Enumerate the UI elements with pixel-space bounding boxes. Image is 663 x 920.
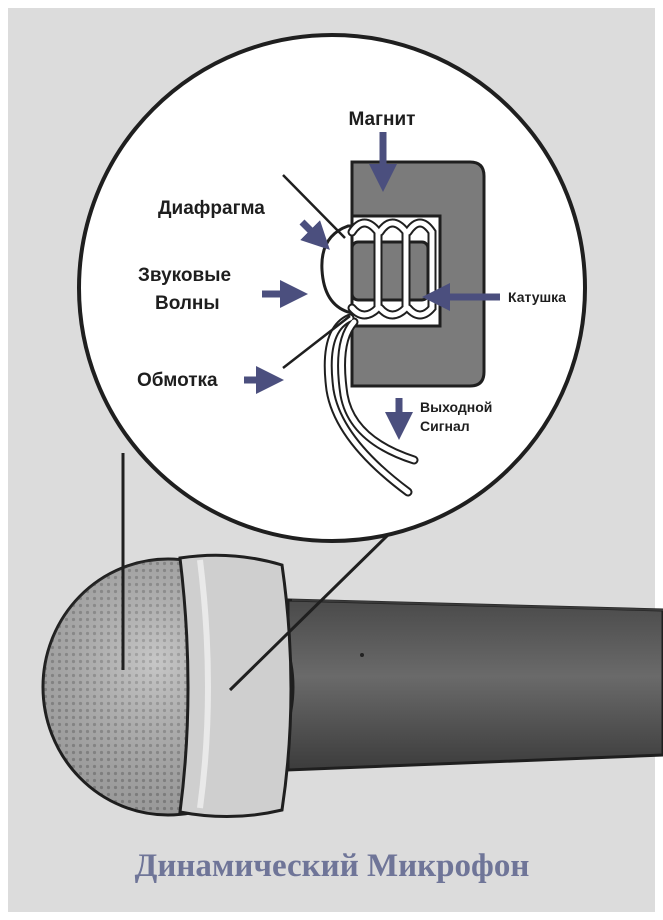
label-output-2: Сигнал — [420, 418, 470, 434]
microphone-handle — [288, 600, 663, 770]
label-winding: Обмотка — [137, 370, 218, 391]
magnet-pole — [352, 242, 428, 300]
diagram-caption: Динамический Микрофон — [135, 848, 530, 884]
label-output-1: Выходной — [420, 399, 492, 415]
label-diaphragm: Диафрагма — [158, 198, 265, 219]
label-sound-waves-1: Звуковые — [138, 265, 231, 286]
label-coil: Катушка — [508, 289, 566, 305]
label-sound-waves-2: Волны — [155, 293, 220, 314]
label-magnet: Магнит — [348, 109, 415, 130]
